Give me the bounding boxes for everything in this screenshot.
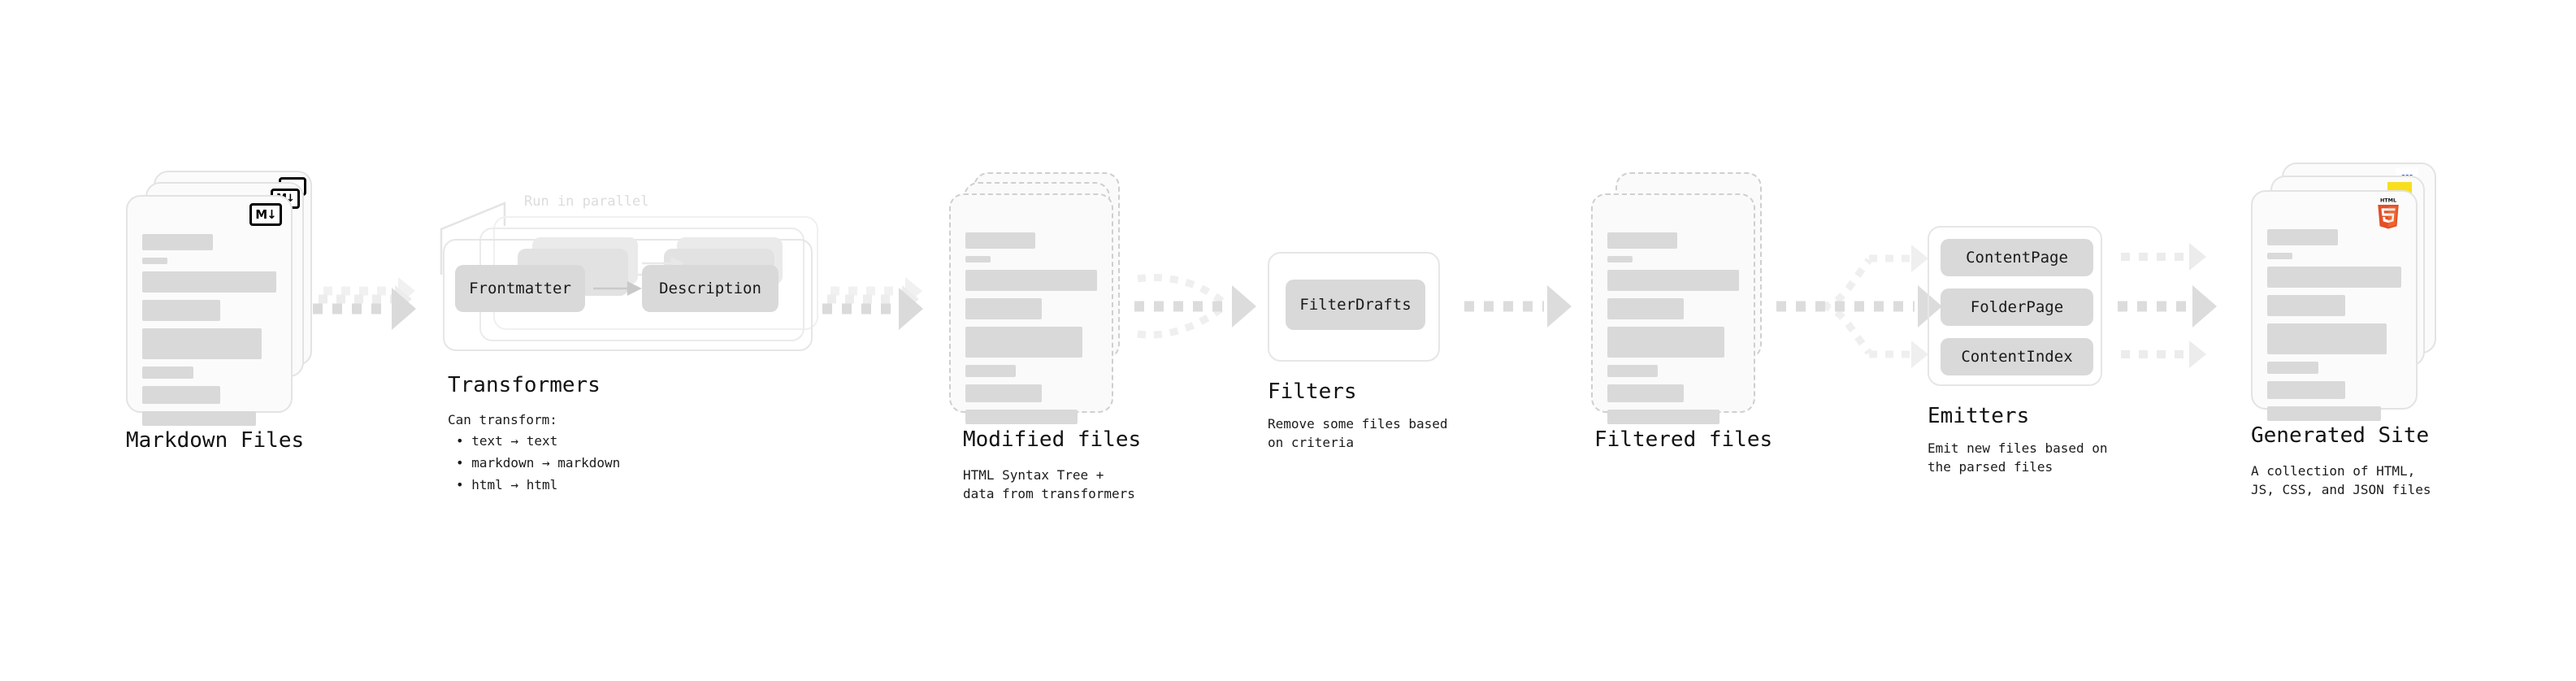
- connector-modified-to-filters: [1134, 274, 1256, 339]
- stage-subtitle-filters: Remove some files based on criteria: [1268, 416, 1448, 451]
- file-content-lines: [965, 232, 1097, 424]
- stage-title-modified-files: Modified files: [963, 427, 1142, 452]
- stage-title-filters: Filters: [1268, 380, 1357, 404]
- connector-filtered-to-emitters: [1776, 245, 1942, 368]
- run-in-parallel-label: Run in parallel: [524, 193, 649, 210]
- html5-icon: HTML: [2378, 197, 2399, 229]
- connector-filters-to-filtered: [1464, 285, 1572, 327]
- filtered-files-stack: [1591, 172, 1778, 424]
- emitter-chip-contentpage[interactable]: ContentPage: [1941, 239, 2093, 276]
- emitters-group-box: ContentPage FolderPage ContentIndex: [1928, 226, 2102, 386]
- transformers-bullet-0: • text → text: [456, 433, 558, 449]
- transformers-bullet-1: • markdown → markdown: [456, 455, 621, 471]
- transformer-chip-frontmatter[interactable]: Frontmatter: [455, 265, 585, 312]
- emitter-chip-folderpage[interactable]: FolderPage: [1941, 288, 2093, 326]
- stage-title-filtered-files: Filtered files: [1594, 427, 1773, 452]
- stage-subtitle-transformers: Can transform:: [448, 412, 557, 427]
- markdown-icon-front: M↓: [249, 203, 282, 226]
- file-content-lines: [2267, 229, 2401, 421]
- stage-title-emitters: Emitters: [1928, 404, 2030, 428]
- filtered-file-front: [1591, 193, 1755, 424]
- connector-emitters-to-site: [2118, 243, 2217, 368]
- stage-subtitle-emitters: Emit new files based on the parsed files: [1928, 440, 2108, 475]
- svg-text:HTML: HTML: [2380, 197, 2396, 203]
- stage-title-transformers: Transformers: [448, 373, 601, 397]
- transformers-group: Run in parallel Frontmatter Description: [440, 187, 825, 358]
- connector-transformers-to-modified: [822, 277, 923, 330]
- stage-subtitle-modified-files: HTML Syntax Tree + data from transformer…: [963, 467, 1135, 502]
- stage-title-generated-site: Generated Site: [2251, 423, 2430, 448]
- modified-files-stack: [949, 172, 1136, 424]
- run-in-parallel-bracket: [440, 202, 506, 275]
- stage-subtitle-generated-site: A collection of HTML, JS, CSS, and JSON …: [2251, 463, 2431, 498]
- filter-chip-filterdrafts[interactable]: FilterDrafts: [1286, 280, 1425, 330]
- transformer-chip-description[interactable]: Description: [642, 265, 778, 312]
- file-content-lines: [142, 234, 276, 426]
- emitter-chip-contentindex[interactable]: ContentIndex: [1941, 338, 2093, 375]
- markdown-file-front: [126, 195, 293, 426]
- transformers-bullet-2: • html → html: [456, 477, 558, 492]
- generated-site-stack: CSS HTML: [2251, 163, 2462, 423]
- filters-group-box: FilterDrafts: [1268, 252, 1440, 362]
- stage-title-markdown-files: Markdown Files: [126, 428, 305, 453]
- file-content-lines: [1607, 232, 1739, 424]
- modified-file-front: [949, 193, 1113, 424]
- markdown-files-stack: M↓ M↓ M↓: [126, 171, 329, 426]
- transformer-inner-arrow: [593, 280, 642, 297]
